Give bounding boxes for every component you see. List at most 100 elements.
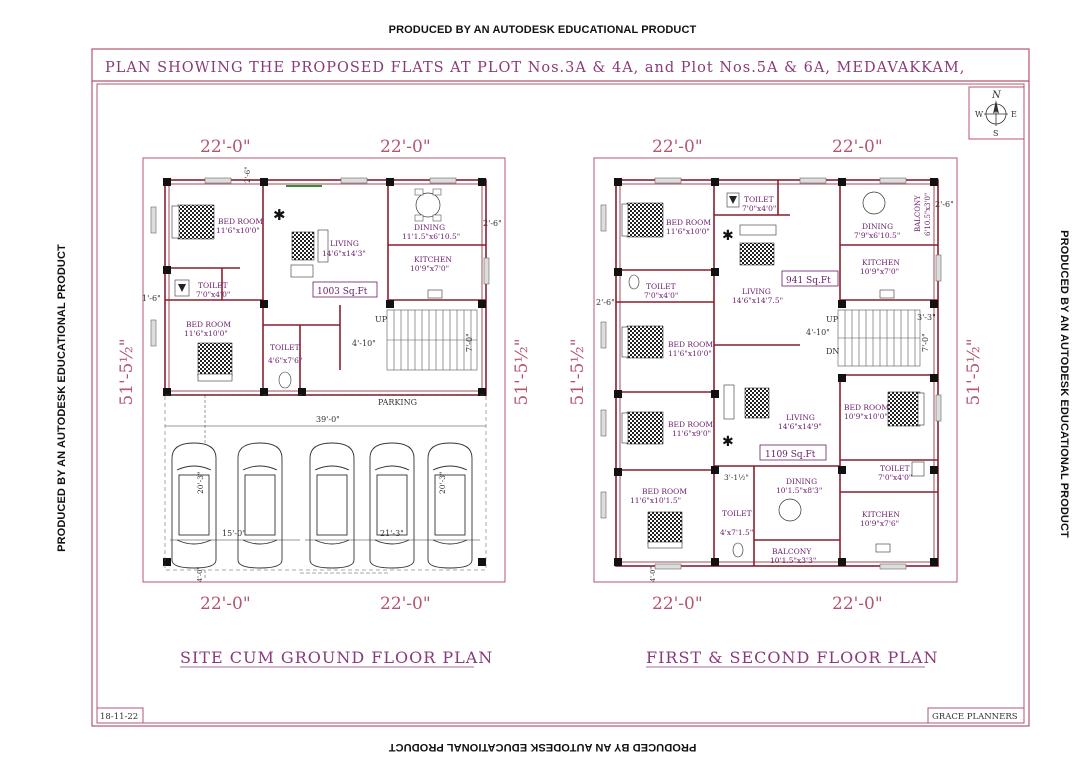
first-setback-26a: 2'-6" (935, 200, 954, 209)
column (614, 268, 622, 276)
sheet-title: PLAN SHOWING THE PROPOSED FLATS AT PLOT … (105, 60, 965, 76)
column (163, 178, 171, 186)
column (930, 300, 938, 308)
date-box (96, 707, 144, 724)
date-text: 18-11-22 (100, 712, 138, 722)
svg-text:E: E (1011, 110, 1017, 119)
first-bed3-size: 11'6"x9'0" (672, 429, 711, 438)
first-kitchen2-name: KITCHEN (862, 510, 900, 519)
ground-area-box (312, 281, 378, 298)
ground-stair-up: UP (375, 315, 388, 324)
first-stair-height: 7'-0" (921, 333, 930, 352)
first-bed2-size: 11'6"x10'0" (668, 349, 712, 358)
first-living1-name: LIVING (742, 287, 771, 296)
ground-kitchen-name: KITCHEN (414, 255, 452, 264)
ground-toilet1-name: TOILET (198, 281, 228, 290)
column (838, 558, 846, 566)
ground-toilet1-size: 7'0"x4'0" (196, 290, 230, 299)
firm-text: GRACE PLANNERS (932, 712, 1018, 722)
ground-bed1-name: BED ROOM (218, 217, 263, 226)
first-dining1-size: 7'9"x6'10.5" (854, 231, 900, 240)
column (930, 466, 938, 474)
first-stair-right: 3'-3" (917, 313, 936, 322)
first-toilet3-name: TOILET (880, 464, 910, 473)
svg-text:W: W (975, 110, 984, 119)
first-stair-width: 4'-10" (806, 328, 830, 337)
svg-text:S: S (993, 129, 998, 138)
column (838, 466, 846, 474)
first-bed4-name: BED ROOM (844, 403, 889, 412)
first-kitchen1-name: KITCHEN (862, 258, 900, 267)
ground-living-name: LIVING (330, 239, 359, 248)
first-toilet2-name: TOILET (646, 282, 676, 291)
sheet-border-outer (91, 48, 1030, 727)
ground-bed1-size: 11'6"x10'0" (216, 226, 260, 235)
first-area2: 1109 Sq.Ft (765, 450, 816, 460)
column (614, 390, 622, 398)
first-kitchen2-size: 10'9"x7'6" (860, 519, 899, 528)
first-stair-dn: DN (826, 347, 839, 356)
column (163, 266, 171, 274)
ground-bed2-size: 11'6"x10'0" (184, 329, 228, 338)
ground-dim-left: 51'-5½" (117, 338, 137, 405)
first-balcony2-name: BALCONY (772, 547, 812, 556)
column (930, 178, 938, 186)
first-bed1-name: BED ROOM (666, 218, 711, 227)
column (711, 390, 719, 398)
column (298, 388, 306, 396)
first-stair-up: UP (826, 315, 839, 324)
first-dim-right: 51'-5½" (964, 338, 984, 405)
column (478, 178, 486, 186)
firm-box (927, 707, 1025, 724)
first-stair (837, 309, 921, 367)
first-balcony1-name: BALCONY (914, 195, 922, 232)
first-floor-plan: 22'-0" 22'-0" 22'-0" 22'-0" 51'-5½" 51'-… (568, 137, 984, 668)
ground-parking-label: PARKING (378, 398, 417, 407)
first-site-boundary (593, 157, 958, 583)
ground-gap-1: 15'-0" (222, 529, 246, 538)
column (478, 558, 486, 566)
column (386, 300, 394, 308)
first-setback-26b: 2'-6" (596, 298, 615, 307)
ground-toilet2-name: TOILET (270, 343, 300, 352)
ground-dim-bottom-right: 22'-0" (380, 594, 431, 614)
first-dining1-name: DINING (862, 222, 893, 231)
car-icon (171, 442, 217, 569)
column (711, 268, 719, 276)
first-bed5-name: BED ROOM (642, 487, 687, 496)
column (163, 388, 171, 396)
column (386, 178, 394, 186)
first-bed2-name: BED ROOM (668, 340, 713, 349)
first-dining2-size: 10'1.5"x8'3" (776, 486, 822, 495)
column (614, 178, 622, 186)
first-dim-bottom-left: 22'-0" (652, 594, 703, 614)
column (711, 466, 719, 474)
first-toilet4-size: 4'x7'1.5" (720, 528, 753, 537)
first-kitchen1-size: 10'9"x7'0" (860, 267, 899, 276)
ground-setback-26a: 2'-6" (244, 167, 252, 183)
first-living2-size: 14'6"x14'9" (778, 422, 822, 431)
sheet-border-inner (96, 83, 1025, 724)
first-dim-top-left: 22'-0" (652, 137, 703, 157)
first-dim-left: 51'-5½" (568, 338, 588, 405)
first-toilet2-size: 7'0"x4'0" (644, 291, 678, 300)
first-dining2-name: DINING (786, 477, 817, 486)
first-bed5-size: 11'6"x10'1.5" (630, 496, 681, 505)
ground-setback-bottom: 4'-0" (196, 567, 204, 582)
column (478, 300, 486, 308)
ground-gap-2: 21'-3" (380, 529, 404, 538)
car-icon (237, 442, 283, 569)
ground-floor-plan: 22'-0" 22'-0" 22'-0" 22'-0" 51'-5½" 51'-… (117, 137, 532, 668)
ground-bed2-name: BED ROOM (186, 320, 231, 329)
column (930, 374, 938, 382)
ground-area: 1003 Sq.Ft (317, 287, 368, 297)
first-area2-box (759, 444, 827, 461)
first-toilet4-name: TOILET (722, 509, 752, 518)
car-icon (427, 442, 473, 569)
svg-text:✱: ✱ (722, 434, 734, 450)
column (711, 558, 719, 566)
svg-text:N: N (991, 90, 1002, 101)
first-bed4-size: 10'9"x10'0" (844, 412, 888, 421)
column (711, 178, 719, 186)
